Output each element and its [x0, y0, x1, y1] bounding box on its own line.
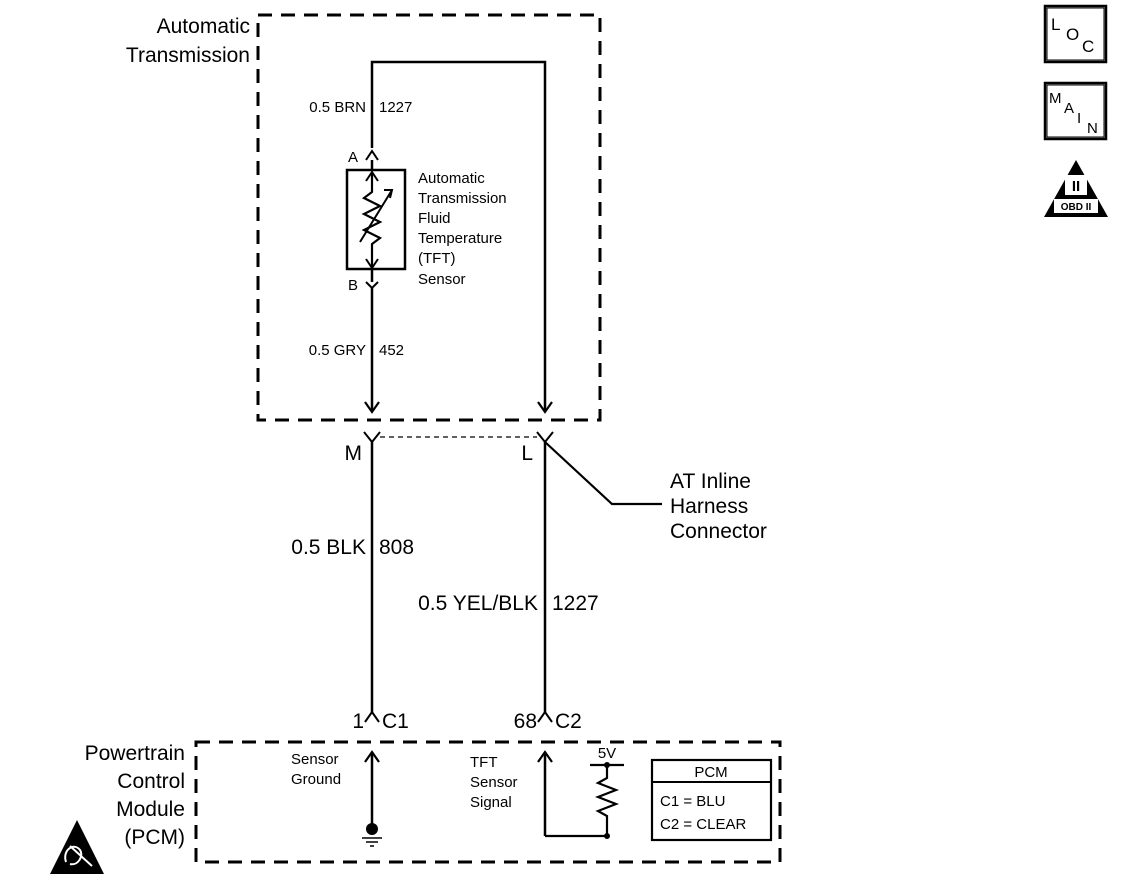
pullup-node-icon — [604, 762, 610, 768]
loc-badge-button[interactable]: L O C — [1043, 4, 1108, 64]
pcm-legend-box — [650, 758, 773, 842]
inline-pin-m: M — [345, 442, 363, 465]
pcm-dashed-boundary — [194, 740, 782, 864]
wire-brn-gauge: 0.5 BRN — [309, 99, 366, 116]
sensor-label: Automatic Transmission Fluid Temperature… — [418, 170, 507, 288]
wire-brn-1227 — [370, 60, 547, 410]
main-badge-letter-a: A — [1064, 100, 1074, 117]
obd-badge-text: OBD II — [1061, 202, 1092, 213]
sensor-pin-a: A — [348, 149, 358, 166]
pcm-title-line3: Module — [116, 798, 185, 821]
sensor-ground-label-line1: Sensor — [291, 751, 339, 768]
ground-symbol-icon — [362, 837, 382, 847]
wire-blk-circuit: 808 — [379, 536, 414, 559]
inline-connector-label-line2: Harness — [670, 495, 748, 518]
thermistor-variable-arrow-icon — [359, 189, 394, 243]
sensor-label-line2: Transmission — [418, 190, 507, 207]
wire-gry-arrow — [364, 401, 380, 414]
loc-badge-letter-c: C — [1082, 37, 1094, 56]
pcm-terminal-c1 — [364, 710, 380, 723]
pcm-terminal-c2 — [537, 710, 553, 723]
main-badge-letter-n: N — [1087, 120, 1098, 137]
wire-gry-circuit: 452 — [379, 342, 404, 359]
tft-signal-label-line1: TFT — [470, 754, 498, 771]
sensor-pin-b-connector — [365, 281, 379, 290]
sensor-label-line6: Sensor — [418, 271, 466, 288]
esd-warning-icon — [50, 820, 104, 874]
obd-badge-numeral: II — [1072, 178, 1080, 195]
sensor-label-line4: Temperature — [418, 230, 502, 247]
thermistor-bottom-arrow — [365, 258, 379, 270]
at-title-line1: Automatic — [157, 15, 250, 38]
wire-gry-gauge: 0.5 GRY — [309, 342, 366, 359]
pcm-conn-c2: C2 — [555, 710, 582, 733]
inline-pin-l: L — [521, 442, 533, 465]
inline-connector-l — [536, 431, 554, 444]
inline-connector-label-line3: Connector — [670, 520, 767, 543]
obd-ii-badge-icon[interactable]: II OBD II — [1044, 160, 1108, 217]
tft-signal-arrow — [537, 750, 553, 763]
main-badge-letter-m: M — [1049, 90, 1062, 107]
ground-node-icon — [366, 823, 378, 835]
inline-connector-m — [363, 431, 381, 444]
wire-yel-gauge: 0.5 YEL/BLK — [418, 592, 538, 615]
wire-yel-circuit: 1227 — [552, 592, 599, 615]
at-dashed-boundary — [256, 13, 602, 422]
sensor-label-line5: (TFT) — [418, 250, 455, 267]
pcm-title-line4: (PCM) — [124, 826, 185, 849]
sensor-ground-label-line2: Ground — [291, 771, 341, 788]
pcm-title-line2: Control — [117, 770, 185, 793]
pcm-legend-line1: C1 = BLU — [660, 793, 725, 810]
inline-connector-label-line1: AT Inline — [670, 470, 751, 493]
loc-badge-letter-l: L — [1051, 15, 1060, 34]
wire-brn-arrow — [537, 401, 553, 414]
sensor-ground-arrow — [364, 750, 380, 763]
pullup-bottom-node-icon — [604, 833, 610, 839]
sensor-label-line3: Fluid — [418, 210, 451, 227]
pullup-circuit — [545, 765, 620, 838]
loc-badge-letter-o: O — [1066, 25, 1079, 44]
sensor-pin-b: B — [348, 277, 358, 294]
pcm-legend-header: PCM — [694, 764, 727, 781]
tft-signal-label-line2: Sensor — [470, 774, 518, 791]
pcm-legend-line2: C2 = CLEAR — [660, 816, 746, 833]
inline-connector-leader — [544, 441, 662, 506]
sensor-pin-a-connector — [365, 149, 379, 161]
thermistor-top-arrow — [365, 170, 379, 182]
wire-brn-circuit: 1227 — [379, 99, 412, 116]
main-badge-letter-i: I — [1077, 110, 1081, 127]
pcm-conn-c1: C1 — [382, 710, 409, 733]
tft-signal-label-line3: Signal — [470, 794, 512, 811]
sensor-label-line1: Automatic — [418, 170, 485, 187]
main-badge-button[interactable]: M A I N — [1043, 81, 1108, 141]
pcm-pin-1: 1 — [352, 710, 364, 733]
pcm-title-line1: Powertrain — [85, 742, 185, 765]
tft-sensor-box — [345, 168, 407, 271]
at-title-line2: Transmission — [126, 44, 250, 67]
pcm-pin-68: 68 — [514, 710, 537, 733]
thermistor-icon — [361, 172, 383, 268]
pullup-voltage: 5V — [598, 745, 616, 762]
wire-blk-gauge: 0.5 BLK — [291, 536, 366, 559]
